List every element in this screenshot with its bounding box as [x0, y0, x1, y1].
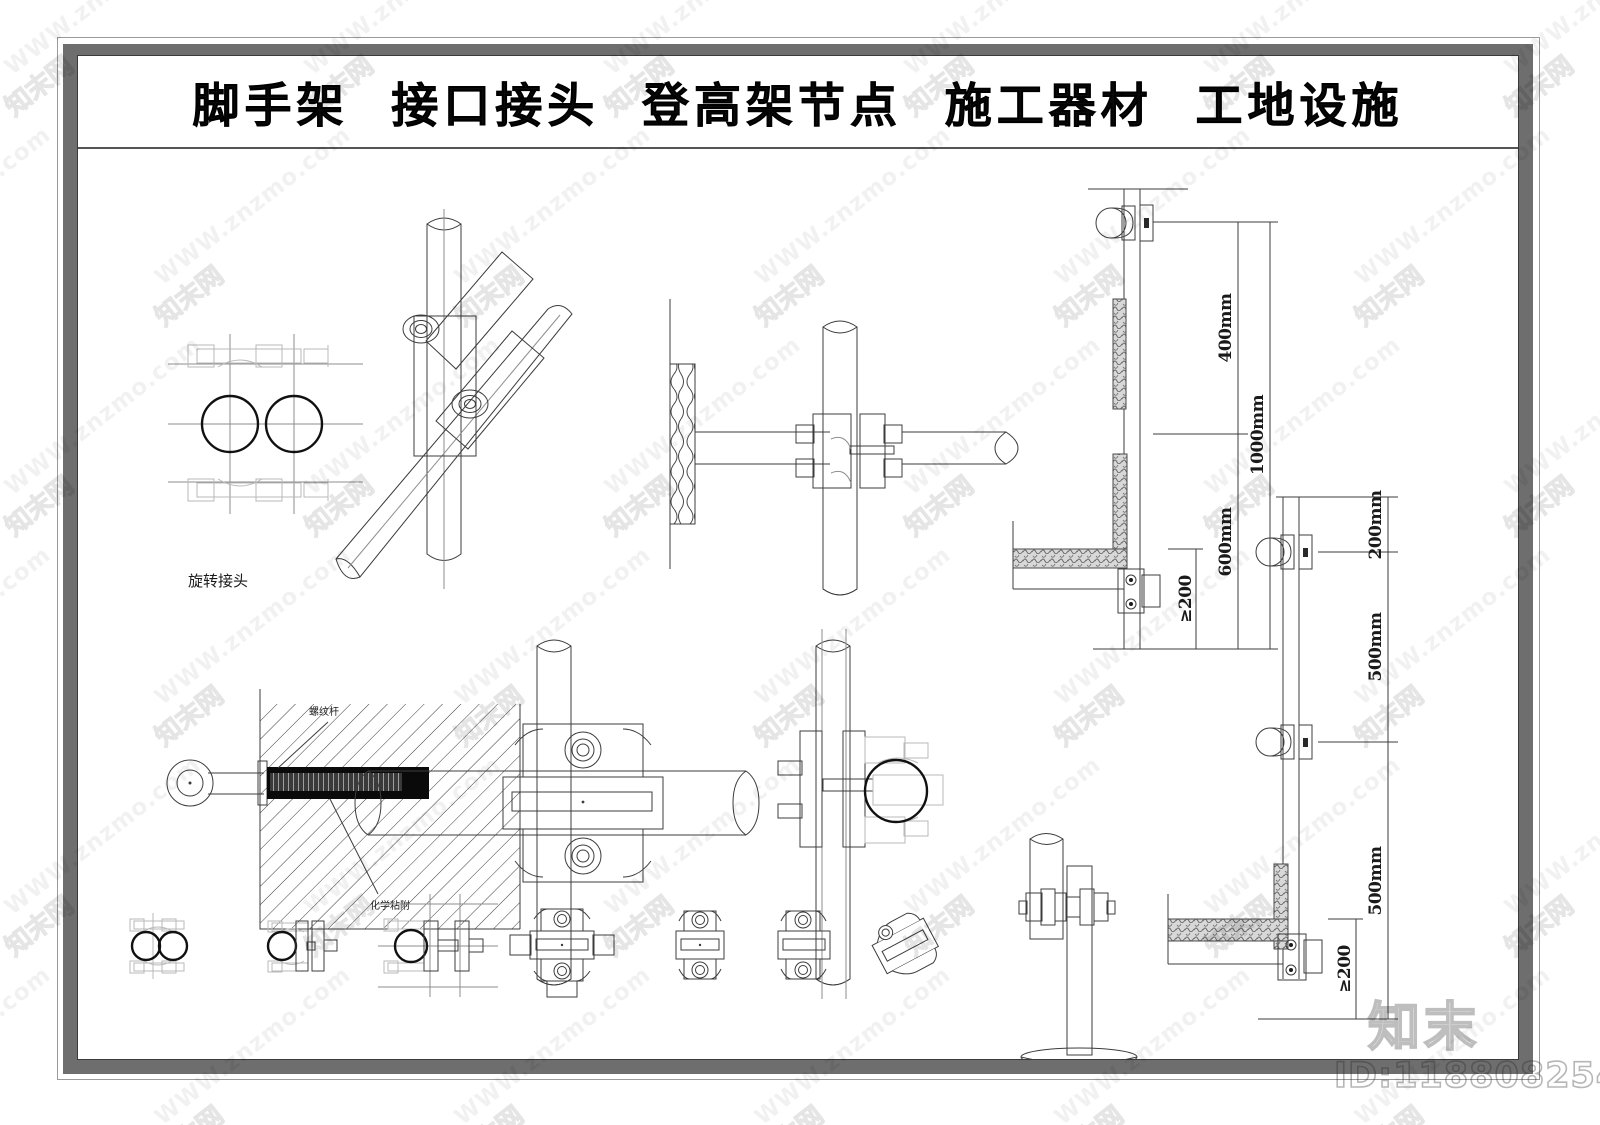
watermark-logo: 知末网	[1046, 1096, 1130, 1125]
dim-text: 200mm	[1366, 490, 1386, 559]
thumb-cross-coupler-plain	[777, 910, 831, 980]
coupler-bolt-lower	[451, 389, 489, 419]
coupler-bolt-top	[564, 731, 602, 769]
label-chemical-bond: 化学粘附	[370, 899, 410, 912]
watermark-logo: 知末网	[1346, 1096, 1430, 1125]
detail-guardrail-post-left: ≥200 400mm 600mm	[1012, 188, 1278, 650]
thumb-cross-coupler-wide	[509, 908, 615, 998]
dim-500-upper-right: 500mm	[1318, 552, 1398, 743]
dim-400-left: 400mm	[1153, 221, 1248, 435]
detail-swivel-coupler-plan: 旋转接头	[168, 334, 363, 590]
thumb-cross-coupler	[675, 910, 725, 980]
dim-text: 400mm	[1216, 293, 1236, 362]
dim-1000-left: 1000mm	[1238, 221, 1278, 650]
dim-text: ≥200	[1335, 944, 1355, 992]
watermark-logo: 知末网	[446, 1096, 530, 1125]
detail-chemical-anchor: 螺纹杆 化学粘附	[166, 689, 521, 930]
thumb-coupler-iso	[871, 912, 940, 975]
dim-text: 500mm	[1366, 846, 1386, 915]
dim-text: 600mm	[1216, 507, 1236, 576]
dim-ge200-left: ≥200	[1168, 548, 1203, 650]
drawing-sheet-frame: 脚手架 接口接头 登高架节点 施工器材 工地设施	[63, 44, 1533, 1074]
detail-swivel-coupler-iso	[335, 209, 573, 589]
watermark-logo: 知末网	[746, 1096, 830, 1125]
sheet-id-watermark: ID:1188082547	[1333, 1055, 1600, 1097]
dim-text: 500mm	[1366, 612, 1386, 681]
label-swivel-coupler: 旋转接头	[188, 572, 248, 590]
page-title: 脚手架 接口接头 登高架节点 施工器材 工地设施	[192, 79, 1404, 135]
brand-logo-watermark: 知末	[1367, 997, 1481, 1059]
drawing-sheet: 脚手架 接口接头 登高架节点 施工器材 工地设施	[77, 55, 1519, 1060]
detail-right-angle-coupler	[354, 639, 760, 986]
watermark-text: WWW.znzmo.com	[0, 541, 56, 711]
coupler-bolt-bottom	[564, 837, 602, 875]
dim-ge200-right: ≥200	[1328, 918, 1363, 1020]
label-threaded-rod: 螺纹杆	[309, 705, 339, 718]
dim-text: 1000mm	[1248, 394, 1268, 475]
detail-base-jack-plate	[1018, 833, 1138, 1059]
detail-coupler-with-ring	[777, 629, 944, 999]
drawing-canvas: 旋转接头	[78, 149, 1518, 1059]
watermark-logo: 知末网	[146, 1096, 230, 1125]
dim-500-lower-right: 500mm	[1318, 742, 1398, 1020]
detail-guardrail-post-right: ≥200 200mm 500mm	[1167, 490, 1398, 1020]
watermark-text: WWW.znzmo.com	[0, 961, 56, 1125]
thumb-coupler-grid	[378, 894, 498, 997]
thumb-double-circle	[129, 913, 189, 979]
detail-wall-bracket-plank	[669, 299, 1019, 596]
coupler-bolt-upper	[402, 314, 440, 344]
title-band: 脚手架 接口接头 登高架节点 施工器材 工地设施	[78, 56, 1518, 149]
thumb-half-coupler	[266, 920, 338, 973]
dim-text: ≥200	[1176, 574, 1196, 622]
dim-600-left: 600mm	[1153, 434, 1248, 650]
thumbnail-row	[129, 894, 940, 998]
watermark-text: WWW.znzmo.com	[0, 121, 56, 291]
dim-200-right: 200mm	[1318, 490, 1398, 559]
